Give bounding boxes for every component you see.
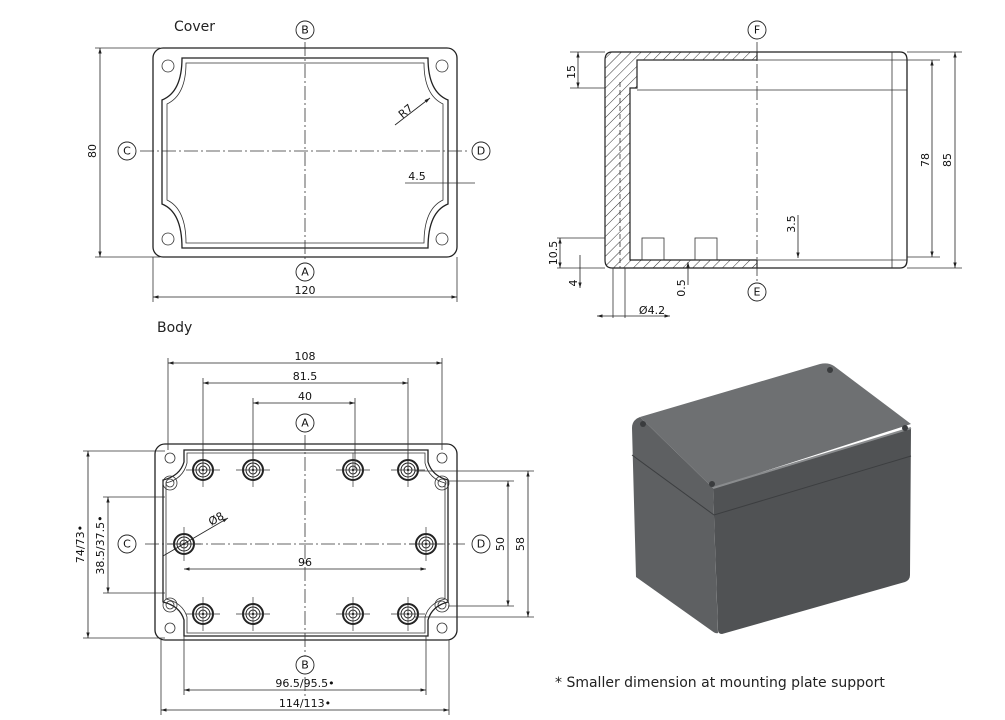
- label-e: E: [754, 286, 761, 299]
- section-dim-85: 85: [941, 153, 954, 167]
- body-view: Body 108 81.5 40 96 96.5/95.5• 114/113•: [74, 320, 534, 715]
- body-title: Body: [157, 320, 192, 336]
- section-dim-3-5: 3.5: [785, 215, 798, 233]
- body-dim-108: 108: [295, 350, 316, 363]
- label-b-cover: B: [301, 24, 309, 37]
- cover-rim-dim: 4.5: [408, 170, 426, 183]
- label-a-cover: A: [301, 266, 309, 279]
- cover-title: Cover: [174, 19, 215, 35]
- section-dim-10-5: 10.5: [547, 241, 560, 266]
- body-dim-40: 40: [298, 390, 312, 403]
- section-dim-78: 78: [919, 153, 932, 167]
- corner-holes: [162, 452, 450, 634]
- section-hole-dim: Ø4.2: [639, 304, 665, 317]
- section-view: 15 78 85 10.5 4 3.5 0.5 Ø4.2: [547, 42, 962, 318]
- cover-radius-dim: R7: [396, 102, 416, 121]
- cover-width-dim: 120: [295, 284, 316, 297]
- housing-3d-render: [631, 363, 912, 634]
- section-dim-0-5: 0.5: [675, 279, 688, 297]
- body-dim-50: 50: [494, 537, 507, 551]
- body-dim-96-5: 96.5/95.5•: [275, 677, 334, 690]
- body-dim-38-5: 38.5/37.5•: [94, 515, 107, 574]
- label-d-body: D: [477, 538, 485, 551]
- body-dim-74: 74/73•: [74, 525, 87, 563]
- body-dim-58: 58: [514, 537, 527, 551]
- section-dim-15: 15: [565, 65, 578, 79]
- body-hole-dim: Ø8: [206, 509, 226, 528]
- cover-height-dim: 80: [86, 144, 99, 158]
- label-d-cover: D: [477, 145, 485, 158]
- cover-view: Cover 120 80 R7 4.5: [86, 19, 475, 302]
- footnote: * Smaller dimension at mounting plate su…: [555, 675, 885, 691]
- label-b-body: B: [301, 659, 309, 672]
- section-dim-4: 4: [567, 280, 580, 287]
- label-f: F: [754, 24, 760, 37]
- label-c-body: C: [123, 538, 131, 551]
- label-c-cover: C: [123, 145, 131, 158]
- axis-labels: B A C D F E A B C D: [117, 20, 767, 675]
- body-dim-96: 96: [298, 556, 312, 569]
- body-dim-114: 114/113•: [279, 697, 331, 710]
- body-dim-81-5: 81.5: [293, 370, 318, 383]
- label-a-body: A: [301, 417, 309, 430]
